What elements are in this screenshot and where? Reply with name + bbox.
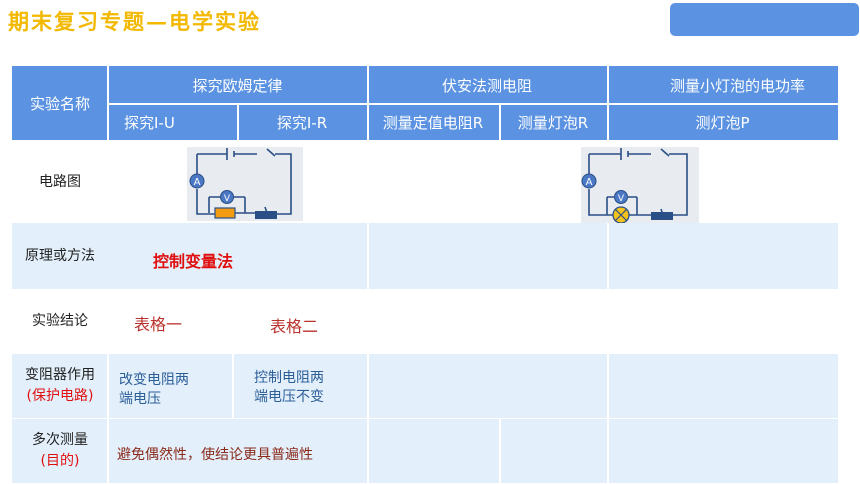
page-title: 期末复习专题—电学实验 [8, 9, 261, 34]
rheostat-iu-line1: 改变电阻两 [119, 372, 189, 388]
subheader-explore-iu-label: 探究I-U [124, 113, 175, 132]
row-label-conclusion: 实验结论 [12, 290, 108, 352]
subheader-fixed-resistor-label: 测量定值电阻R [382, 113, 484, 132]
header-ohm-law-label: 探究欧姆定律 [192, 76, 283, 95]
header-voltammetry: 伏安法测电阻 [367, 66, 607, 104]
conclusion-iu-value-text: 表格一 [134, 315, 183, 334]
circuit-diagram-resistor: A V [187, 147, 303, 221]
row-sublabel-rheostat: (保护电路) [26, 388, 94, 404]
row-label-conclusion-text: 实验结论 [32, 312, 88, 329]
header-lamp-power-label: 测量小灯泡的电功率 [669, 76, 805, 95]
conclusion-ir-value-text: 表格二 [270, 317, 319, 336]
row-bg-principle [12, 223, 838, 289]
header-lamp-power: 测量小灯泡的电功率 [607, 66, 838, 104]
subheader-lamp-p-label: 测灯泡P [695, 113, 750, 132]
subheader-explore-ir-label: 探究I-R [276, 113, 328, 132]
rheostat-ir-line2: 端电压不变 [254, 389, 324, 405]
row-label-multiple-text: 多次测量 [32, 432, 88, 448]
row-bg-multiple [12, 419, 838, 483]
lamp-voltmeter-label: V [618, 194, 625, 204]
header-experiment-name-label: 实验名称 [29, 94, 90, 113]
rheostat-ir-line1: 控制电阻两 [254, 370, 324, 386]
rheostat-ir-value: 控制电阻两 端电压不变 [254, 369, 324, 407]
rheostat-iu-value: 改变电阻两 端电压 [119, 371, 189, 409]
rheostat-iu-line2: 端电压 [119, 391, 161, 407]
header-experiment-name: 实验名称 [12, 66, 108, 140]
header-ohm-law: 探究欧姆定律 [108, 66, 367, 104]
voltmeter-label: V [224, 194, 231, 204]
conclusion-iu-value: 表格一 [134, 311, 182, 335]
row-label-rheostat: 变阻器作用 (保护电路) [12, 354, 108, 418]
ammeter-label: A [194, 177, 201, 188]
principle-ohm-value-text: 控制变量法 [153, 252, 234, 271]
row-label-multiple: 多次测量 (目的) [12, 419, 108, 483]
circuit-diagram-lamp: A V [581, 147, 699, 224]
row-label-circuit-text: 电路图 [39, 173, 81, 190]
row-label-principle: 原理或方法 [12, 223, 108, 289]
lamp-ammeter-label: A [586, 177, 593, 188]
row-sublabel-multiple: (目的) [40, 453, 80, 469]
row-label-principle-text: 原理或方法 [25, 247, 95, 264]
conclusion-ir-value: 表格二 [270, 313, 318, 337]
principle-ohm-value: 控制变量法 [153, 248, 233, 272]
top-right-button[interactable] [670, 3, 859, 36]
subheader-fixed-resistor: 测量定值电阻R [367, 104, 499, 140]
header-voltammetry-label: 伏安法测电阻 [441, 76, 532, 95]
row-label-rheostat-text: 变阻器作用 [25, 367, 95, 383]
subheader-lamp-r-label: 测量灯泡R [517, 113, 589, 132]
subheader-explore-ir: 探究I-R [237, 104, 367, 140]
row-bg-rheostat [12, 354, 838, 418]
subheader-lamp-r: 测量灯泡R [499, 104, 607, 140]
subheader-lamp-p: 测灯泡P [607, 104, 838, 140]
multiple-ohm-value: 避免偶然性，使结论更具普遍性 [117, 444, 313, 464]
subheader-explore-iu: 探究I-U [108, 104, 237, 140]
row-label-circuit: 电路图 [12, 142, 108, 222]
multiple-ohm-value-text: 避免偶然性，使结论更具普遍性 [117, 447, 313, 463]
